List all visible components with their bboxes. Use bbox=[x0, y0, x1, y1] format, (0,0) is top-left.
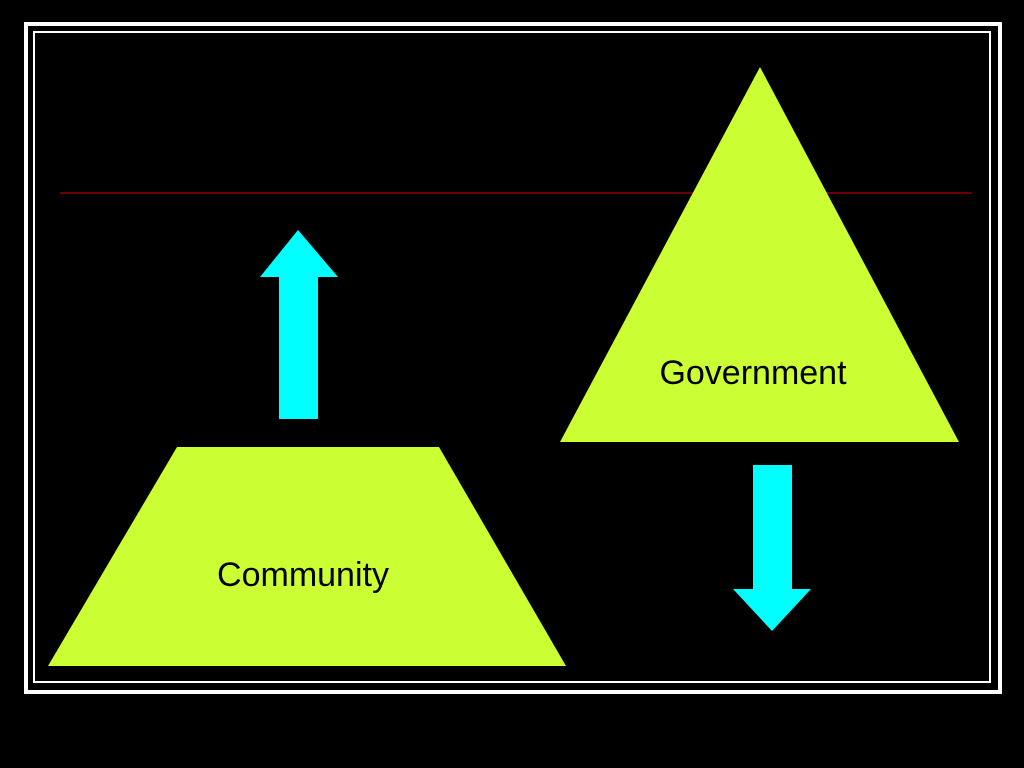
community-trapezoid bbox=[48, 447, 566, 666]
slide-frame-inner bbox=[33, 31, 991, 683]
government-label: Government bbox=[659, 354, 847, 392]
government-triangle bbox=[560, 67, 959, 442]
community-label: Community bbox=[217, 556, 389, 594]
up-arrow-icon bbox=[260, 230, 338, 419]
down-arrow-icon bbox=[733, 465, 811, 631]
slide-frame-outer bbox=[24, 22, 1002, 694]
